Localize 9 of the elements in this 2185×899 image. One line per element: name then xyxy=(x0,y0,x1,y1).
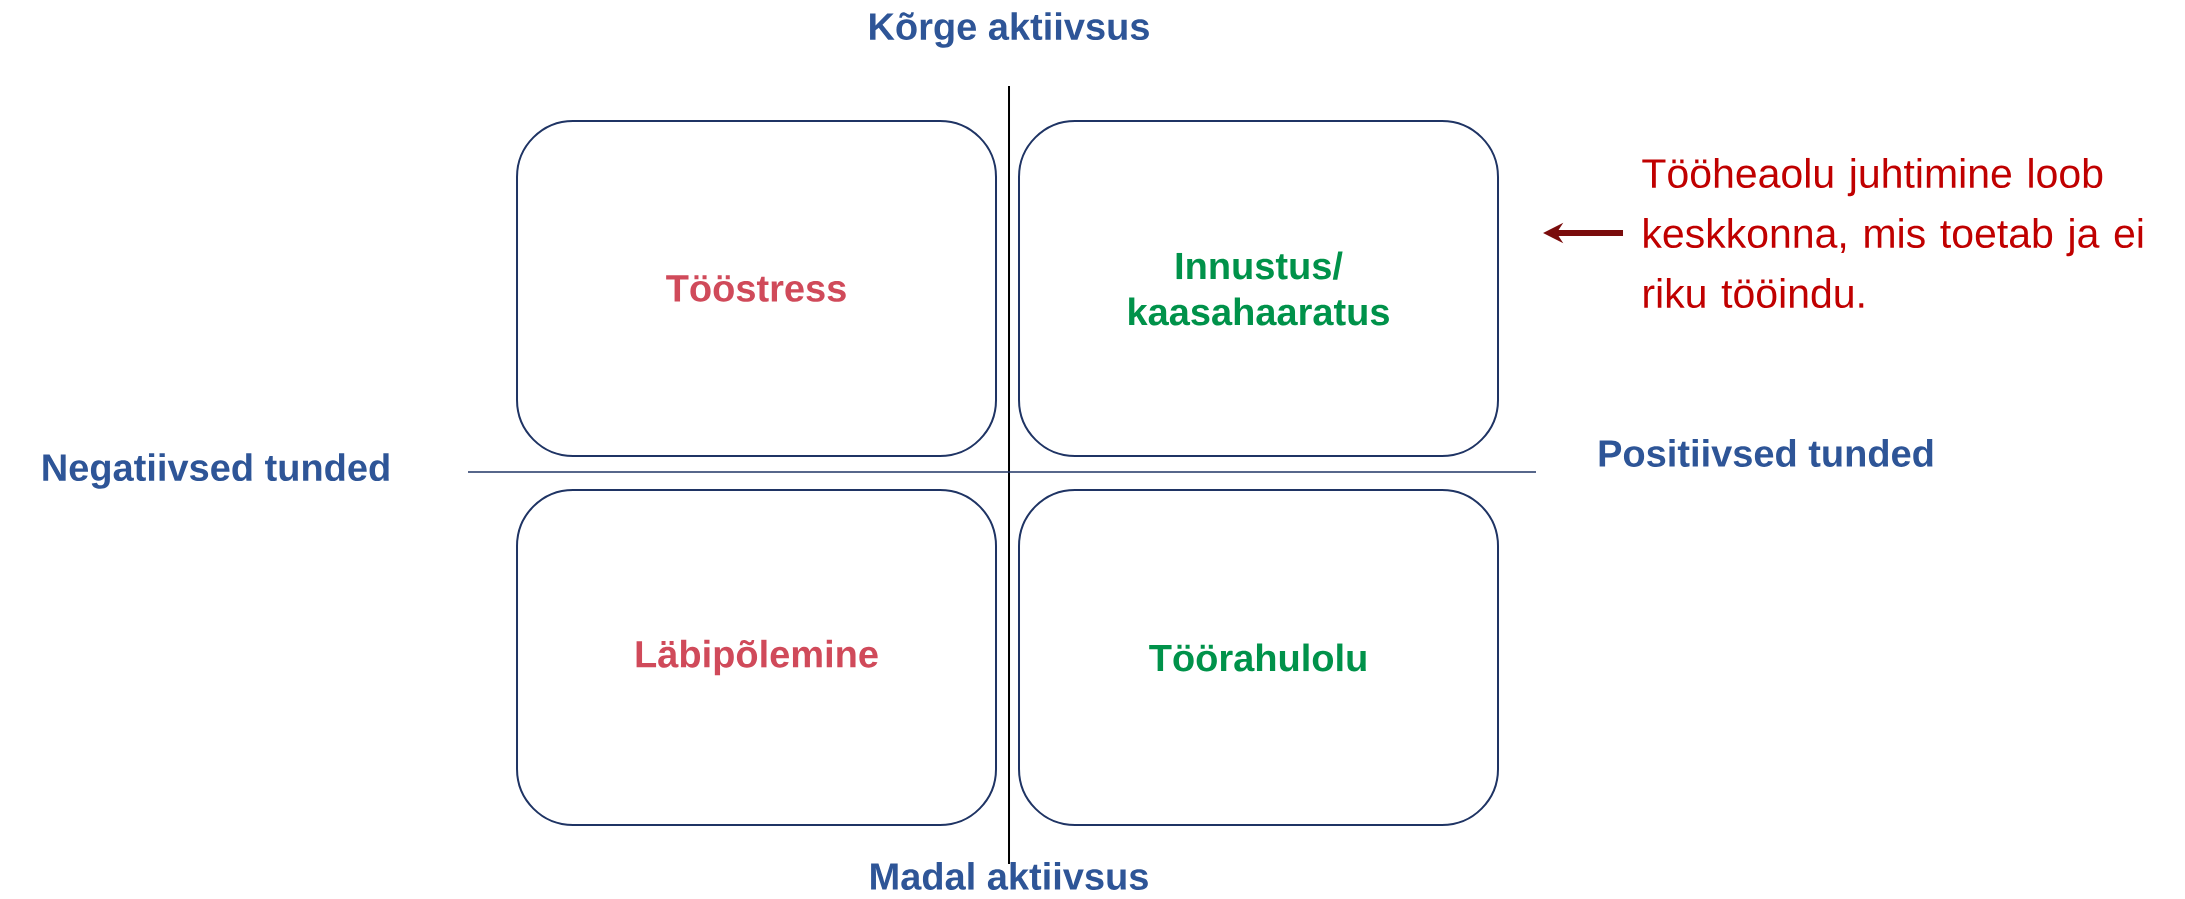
quadrant-box: Läbipõlemine xyxy=(516,489,997,826)
note-text: Tööheaolu juhtimine loob keskkonna, mis toetab ja ei riku tööindu. xyxy=(1642,157,2143,309)
quadrant-box: Tööstress xyxy=(516,120,997,457)
axis-label: Madal aktiivsus xyxy=(871,862,1148,890)
quadrant-box: Innustus/ kaasahaaratus xyxy=(1018,120,1499,457)
quadrant-box: Töörahulolu xyxy=(1018,489,1499,826)
axis-label: Negatiivsed tunded xyxy=(43,453,389,489)
axis-label: Positiivsed tunded xyxy=(1599,439,1933,467)
axis-label: Kõrge aktiivsus xyxy=(870,12,1149,48)
